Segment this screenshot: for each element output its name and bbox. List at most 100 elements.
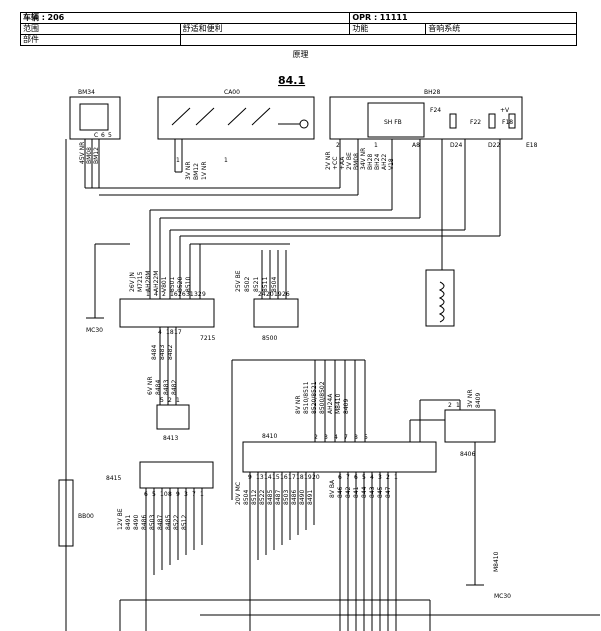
pin-number: A8 <box>412 142 420 149</box>
wire-label: 8520 <box>177 277 184 292</box>
pin-number: 16 <box>170 291 178 298</box>
fuse-sh-fb: SH FB <box>384 119 402 126</box>
pin-number: D22 <box>488 142 500 149</box>
fuse-f24: F24 <box>430 107 441 114</box>
pin-number: 1 <box>176 397 180 404</box>
pin-number: 2 <box>386 474 390 481</box>
pin-number: D24 <box>450 142 462 149</box>
pin-number: 15 <box>272 474 280 481</box>
wire-label: 847 <box>385 486 392 498</box>
pin-number: 6 <box>354 474 358 481</box>
wire-label: AH22M <box>153 271 160 292</box>
wire-label: 1V NR <box>201 162 208 181</box>
wire-label: 842 <box>345 486 352 498</box>
header-table: 车辆 : 206 OPR : 11111 范围 舒适和便利 功能 音响系统 部件 <box>19 12 578 46</box>
wire-label: 8502 <box>244 277 251 292</box>
pin-number: 2 <box>168 397 172 404</box>
pin-number: 3 <box>324 434 328 441</box>
wire-label: 8483 <box>163 380 170 395</box>
wire-label: 8490 <box>299 490 306 505</box>
wire-label: 841 <box>353 486 360 498</box>
wire-label: BM08 <box>353 153 360 170</box>
pin-number: 3 <box>378 474 382 481</box>
pin-number: 16 <box>280 474 288 481</box>
wire-label: M7215 <box>137 271 144 292</box>
label-8406: 8406 <box>460 451 475 458</box>
pin-number: 13 <box>256 474 264 481</box>
pin-number: 2 <box>336 142 340 149</box>
pin-number: 5 <box>152 491 156 498</box>
wire-label: 8V BA <box>329 479 336 498</box>
pin-number: 18 <box>296 474 304 481</box>
wire-label: 8504 <box>271 277 278 292</box>
wire-label: 12V BE <box>117 508 124 530</box>
pin-number: 9 <box>202 291 206 298</box>
pin-number: 9 <box>248 474 252 481</box>
wire-label: 8409 <box>343 399 350 414</box>
wire-label: V801 <box>161 276 168 292</box>
pin-number: 2 <box>162 291 166 298</box>
fuse-plus-v: +V <box>500 107 510 114</box>
principle-caption: 原理 <box>292 50 309 59</box>
wire-label: 8512 <box>181 515 188 530</box>
fuse-f22: F22 <box>470 119 481 126</box>
wire-label: 845 <box>377 486 384 498</box>
opr-label: OPR : <box>352 13 378 22</box>
pin-number: 5 <box>364 434 368 441</box>
wire-label: 8501 <box>169 277 176 292</box>
wire-label: 8510/8511 <box>303 381 310 414</box>
pin-number: 17 <box>174 329 182 336</box>
pin-number: 4 <box>154 291 158 298</box>
vehicle-value: 206 <box>47 13 65 22</box>
wire-label: 8503 <box>283 490 290 505</box>
wire-label: 8520/8521 <box>311 381 318 414</box>
wire-label: 8503 <box>149 515 156 530</box>
parts-label: 部件 <box>20 34 181 46</box>
label-mc30-right: MC30 <box>494 593 511 600</box>
label-8413: 8413 <box>163 435 178 442</box>
pin-number: 2 <box>448 402 452 409</box>
wire-label: 8482 <box>167 345 174 360</box>
pin-number: C <box>94 132 98 139</box>
wire-label: 8522 <box>259 490 266 505</box>
parts-value <box>179 34 578 46</box>
pin-number: 5 <box>160 397 164 404</box>
label-bm34: BM34 <box>78 89 95 96</box>
pin-number: 10 <box>160 491 168 498</box>
pin-number: 24 <box>258 291 266 298</box>
pin-number: 3 <box>184 491 188 498</box>
wire-label: 8485 <box>165 515 172 530</box>
wire-label: 6V NR <box>147 377 154 396</box>
wire-label: AH22 <box>381 154 388 170</box>
opr-value: 11111 <box>379 13 408 22</box>
pin-number: 6 <box>144 491 148 498</box>
wire-label: BH28 <box>367 154 374 170</box>
wire-label: 2V NR <box>325 152 332 171</box>
wire-label: 8491 <box>307 490 314 505</box>
wire-label: 8V NR <box>295 396 302 415</box>
pin-number: 9 <box>176 491 180 498</box>
wire-label: BM12 <box>93 147 100 164</box>
wire-label: AH24A <box>327 393 334 414</box>
pin-number: 1 <box>146 291 150 298</box>
pin-number: 7 <box>192 491 196 498</box>
pin-number: 1 <box>176 157 180 164</box>
pin-number: 18 <box>166 329 174 336</box>
wire-label: BM08 <box>86 147 93 164</box>
wire-label: 8512 <box>251 490 258 505</box>
wire-label: 8409 <box>475 393 482 408</box>
label-8410: 8410 <box>262 433 277 440</box>
wire-label: 8486 <box>141 515 148 530</box>
pin-number: 20 <box>266 291 274 298</box>
figure-number: 84.1 <box>278 74 305 87</box>
pin-number: 7 <box>346 474 350 481</box>
pin-number: 1 <box>200 491 204 498</box>
wire-label: 8482 <box>171 380 178 395</box>
wire-label: AH28M <box>145 271 152 292</box>
wire-label: BM12 <box>193 163 200 180</box>
wire-label: 20V MC <box>235 482 242 505</box>
pin-number: 2 <box>314 434 318 441</box>
